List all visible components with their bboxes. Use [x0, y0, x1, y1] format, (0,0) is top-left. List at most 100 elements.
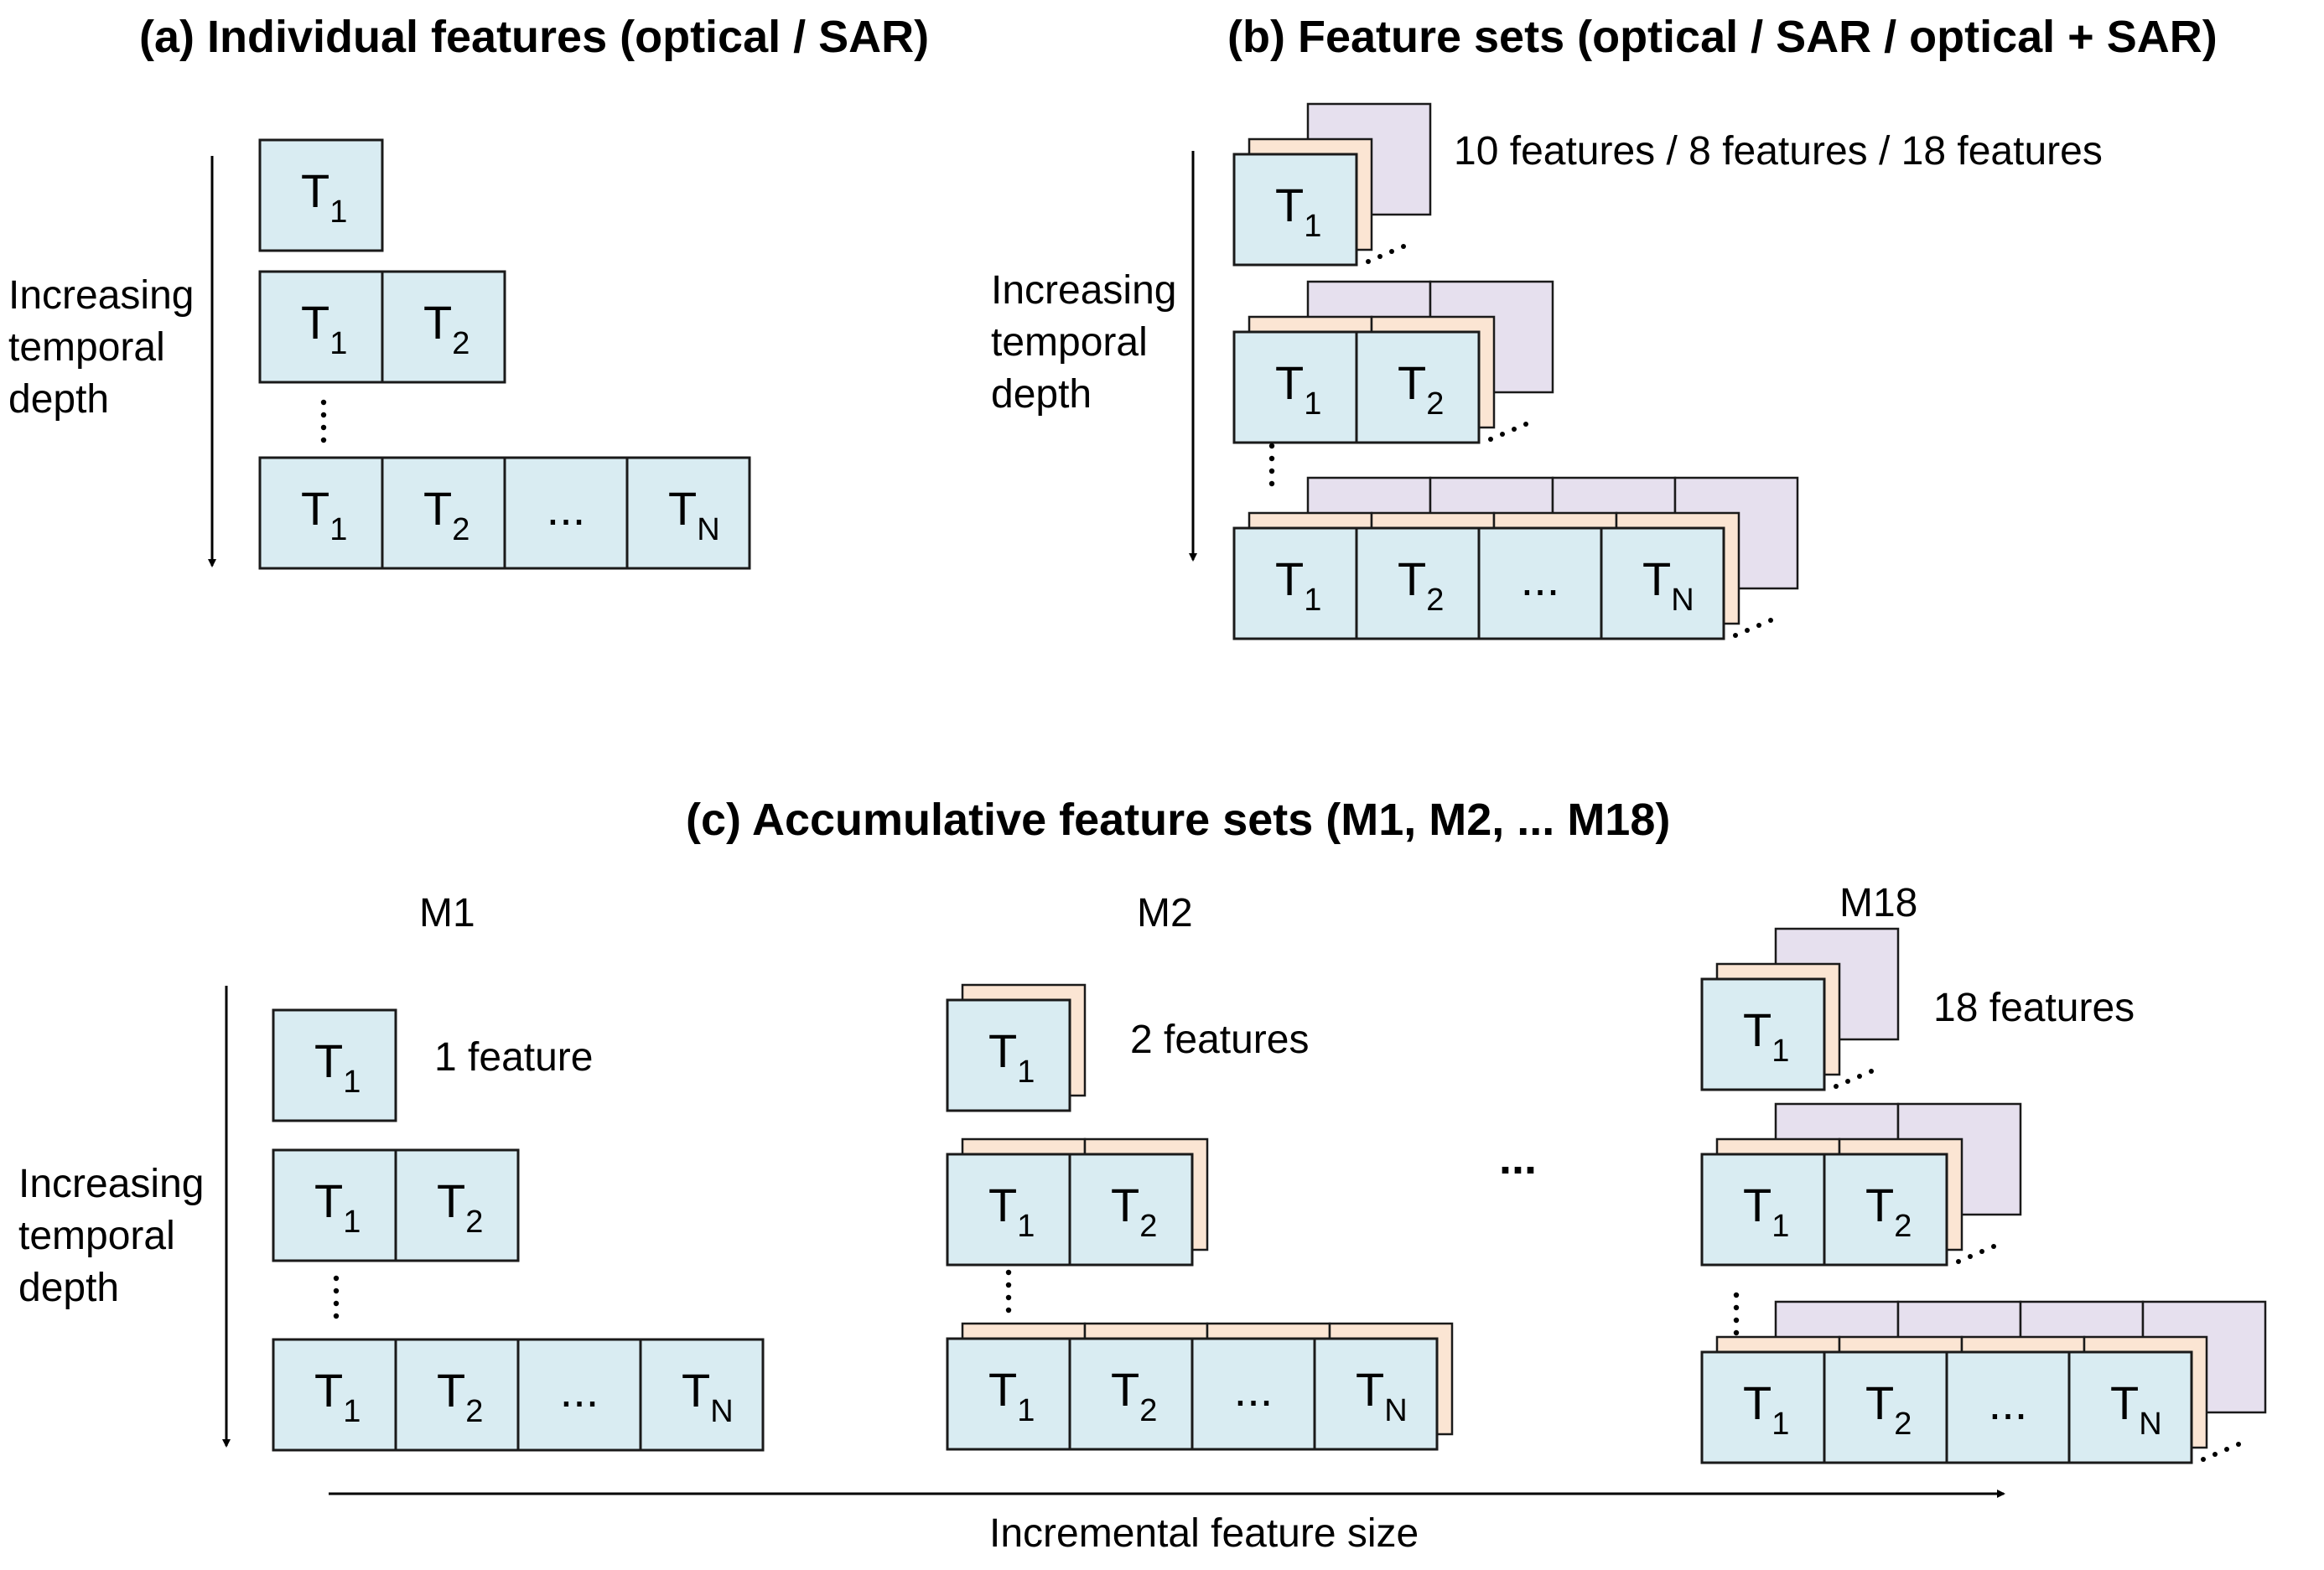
panel-b-axis-label-3: depth [991, 372, 1092, 417]
panel-b-rows-row1-depth-dot [1500, 432, 1505, 437]
model-m18-rows-row2-depth-dot [2201, 1457, 2206, 1462]
model-m18-rows-row0-depth-dot [1857, 1074, 1862, 1079]
panel-a-rows-row2-cell-ellipsis-label: ... [547, 482, 586, 535]
panel-a-axis-label-1: Increasing [8, 273, 194, 318]
model-m18-name: M18 [1839, 881, 1917, 925]
panel-b-rows-row1-depth-dot [1488, 437, 1493, 442]
panel-b-rows-row0-depth-dot [1377, 254, 1382, 259]
model-m18-rows-row2-cell-ellipsis-label: ... [1989, 1376, 2028, 1429]
panel-a-rows-row0-cell-t1 [258, 138, 384, 252]
model-m18-rows-row1-cell-t1 [1700, 1153, 1826, 1267]
model-m2-rows-row2-cell-ellipsis [1191, 1337, 1316, 1451]
panel-a-rows-row1-cell-t2 [381, 270, 506, 384]
model-m18-rows-row2-depth-dot [2212, 1452, 2218, 1457]
panel-c-title: (c) Accumulative feature sets (M1, M2, .… [686, 795, 1670, 845]
panel-a-title: (a) Individual features (optical / SAR) [139, 12, 929, 62]
feature-size-label: Incremental feature size [989, 1511, 1419, 1556]
panel-b-rows-vertical-dot [1268, 455, 1275, 462]
model-m18-rows-row0-depth-dot [1845, 1079, 1850, 1084]
panel-b-rows-row0-depth-dot [1389, 249, 1394, 254]
model-m18-rows-row1-depth-dot [1968, 1254, 1973, 1259]
model-m18-rows-row0-cell-t1 [1700, 977, 1826, 1091]
model-m1-name: M1 [419, 891, 475, 935]
model-m2-feature-note: 2 features [1130, 1018, 1309, 1062]
panel-a-rows-vertical-dot [320, 437, 327, 443]
panel-b-rows-row2-cell-tn [1600, 526, 1725, 640]
model-m18-rows-row0-depth-dot [1869, 1069, 1874, 1074]
model-m2-rows-vertical-dot [1005, 1282, 1012, 1288]
model-m2-rows-row2-cell-tn [1313, 1337, 1439, 1451]
model-m2-rows-row1-cell-t2 [1068, 1153, 1194, 1267]
panel-a-rows-vertical-dot [320, 412, 327, 418]
panel-b-rows-row0-cell-t1 [1232, 153, 1358, 267]
between-models-ellipsis: ... [1499, 1133, 1537, 1184]
model-m2-rows-row0-cell-t1 [946, 998, 1071, 1112]
panel-b-rows-vertical-dot [1268, 480, 1275, 487]
panel-b-rows-row1-depth-dot [1512, 427, 1517, 432]
model-m18-rows-row2-depth-dot [2236, 1442, 2241, 1447]
model-m18-rows-vertical-dot [1733, 1292, 1740, 1298]
panel-b-rows-row1-depth-dot [1523, 422, 1528, 427]
panel-a-axis-label-2: temporal [8, 325, 165, 370]
model-m1-rows-row1-cell-t2 [394, 1148, 520, 1262]
model-m18-rows-vertical-dot [1733, 1329, 1740, 1336]
panel-b-rows-row0-depth-dot [1366, 259, 1371, 264]
model-m18-rows-row0-depth-dot [1834, 1084, 1839, 1089]
panel-b-rows-row2-cell-t1 [1232, 526, 1358, 640]
model-m18-rows-row2-depth-dot [2224, 1447, 2229, 1452]
model-m18-rows-row2-cell-tn [2067, 1350, 2193, 1464]
model-m1-rows-vertical-dot [333, 1313, 340, 1319]
model-m2-rows-vertical-dot [1005, 1307, 1012, 1314]
panel-b-axis-label-2: temporal [991, 320, 1148, 365]
model-m18-rows-row2-cell-t1 [1700, 1350, 1826, 1464]
model-m1-feature-note: 1 feature [434, 1035, 593, 1080]
model-m1-rows-vertical-dot [333, 1300, 340, 1307]
model-m18-rows-row2-cell-t1-label: T1 [1743, 1376, 1789, 1442]
panel-b-rows-row1-cell-t2 [1355, 330, 1481, 444]
panel-b-rows-row1-cell-t1 [1232, 330, 1358, 444]
model-m1-rows-row2-cell-ellipsis [516, 1338, 642, 1452]
panel-c-axis-label-3: depth [18, 1266, 119, 1310]
panel-b-rows-row0-depth-dot [1401, 244, 1406, 249]
panel-b-rows-row2-depth-dot [1768, 618, 1773, 623]
panel-a-rows-row2-cell-tn [625, 456, 751, 570]
model-m2-rows-row2-cell-ellipsis-label: ... [1234, 1363, 1274, 1416]
panel-b-rows-row2-depth-dot [1756, 623, 1761, 628]
panel-b-rows-vertical-dot [1268, 468, 1275, 474]
panel-a-axis-label-3: depth [8, 377, 109, 422]
model-m2-rows-vertical-dot [1005, 1294, 1012, 1301]
model-m18-rows-row2-cell-t2 [1823, 1350, 1948, 1464]
panel-b-rows-row2-depth-dot [1733, 633, 1738, 638]
panel-b: Increasing temporal depth 10 features / … [991, 102, 2103, 640]
panel-c-axis-label-2: temporal [18, 1214, 175, 1258]
panel-a-rows-vertical-dot [320, 399, 327, 406]
panel-b-rows-vertical-dot [1268, 443, 1275, 449]
panel-a-rows-vertical-dot [320, 424, 327, 431]
model-m18-rows-row2-cell-ellipsis [1945, 1350, 2071, 1464]
panel-a-rows-row2-cell-t1 [258, 456, 384, 570]
panel-b-rows-row2-cell-ellipsis-label: ... [1521, 552, 1560, 605]
model-m1-rows-vertical-dot [333, 1275, 340, 1282]
model-m1-rows-vertical-dot [333, 1288, 340, 1294]
panel-b-rows-row2-depth-dot [1745, 628, 1750, 633]
panel-b-rows-row2-cell-t2 [1355, 526, 1481, 640]
model-m18-feature-note: 18 features [1933, 986, 2135, 1030]
model-m18-rows-vertical-dot [1733, 1304, 1740, 1311]
model-m2-rows-row1-cell-t1 [946, 1153, 1071, 1267]
model-m18-rows-row1-depth-dot [1979, 1249, 1984, 1254]
model-m1-rows-row2-cell-ellipsis-label: ... [560, 1364, 599, 1417]
model-m18-rows-row1-depth-dot [1991, 1244, 1996, 1249]
model-m18-rows-row1-depth-dot [1956, 1259, 1961, 1264]
model-m1-rows-row0-cell-t1 [272, 1008, 397, 1122]
panel-b-title: (b) Feature sets (optical / SAR / optica… [1227, 12, 2218, 62]
model-m1-rows-row2-cell-t2 [394, 1338, 520, 1452]
panel-c: Increasing temporal depth M1 M2 M18 1 fe… [18, 881, 2267, 1556]
model-m2-rows-vertical-dot [1005, 1269, 1012, 1276]
